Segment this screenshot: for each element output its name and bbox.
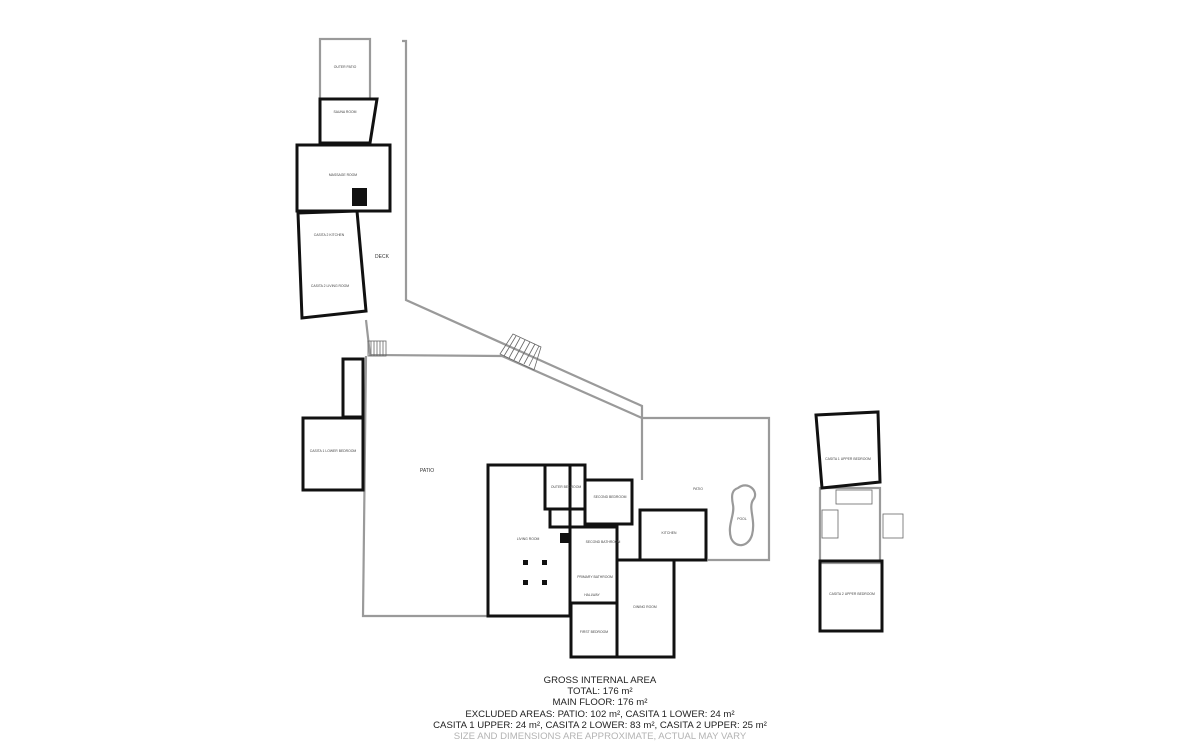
bathrooms-walls	[568, 525, 619, 605]
svg-text:SECOND BEDROOM: SECOND BEDROOM	[594, 495, 627, 499]
svg-text:PATIO: PATIO	[693, 487, 703, 491]
svg-text:SAUNA ROOM: SAUNA ROOM	[334, 110, 357, 114]
svg-text:CASITA 1 LOWER BEDROOM: CASITA 1 LOWER BEDROOM	[310, 449, 357, 453]
deck-inner-edge	[364, 319, 503, 358]
summary-main-floor: MAIN FLOOR: 176 m²	[552, 697, 648, 709]
svg-text:POOL: POOL	[737, 517, 747, 521]
casita1-lower-walls	[301, 416, 365, 492]
svg-text:CASITA 2 LIVING ROOM: CASITA 2 LIVING ROOM	[311, 284, 349, 288]
first-bedroom-walls	[569, 601, 619, 659]
svg-text:OUTER BEDROOM: OUTER BEDROOM	[551, 485, 582, 489]
casita1-upper-walls	[814, 410, 882, 490]
summary-title: GROSS INTERNAL AREA	[543, 675, 657, 686]
svg-text:LIVING ROOM: LIVING ROOM	[517, 537, 540, 541]
summary-excluded: EXCLUDED AREAS: PATIO: 102 m², CASITA 1 …	[465, 708, 735, 720]
summary-total: TOTAL: 176 m²	[567, 686, 633, 698]
room-labels: OUTER PATIO SAUNA ROOM MASSAGE ROOM CASI…	[310, 65, 875, 634]
svg-text:PATIO: PATIO	[420, 468, 434, 474]
deck-edge	[402, 39, 644, 418]
kitchen-walls	[638, 508, 708, 562]
svg-text:CASITA 2 UPPER BEDROOM: CASITA 2 UPPER BEDROOM	[829, 592, 875, 596]
casita2-upper-walls	[818, 559, 884, 633]
svg-text:DINING ROOM: DINING ROOM	[633, 605, 657, 609]
massage-walls	[295, 143, 392, 213]
svg-text:FIRST BEDROOM: FIRST BEDROOM	[580, 630, 608, 634]
main-patio-edge	[361, 355, 488, 618]
outer-bathroom-walls	[548, 507, 587, 529]
svg-text:CASITA 2 KITCHEN: CASITA 2 KITCHEN	[314, 233, 345, 237]
svg-text:CASITA 1 UPPER BEDROOM: CASITA 1 UPPER BEDROOM	[825, 457, 871, 461]
area-summary: GROSS INTERNAL AREA TOTAL: 176 m² MAIN F…	[400, 675, 800, 742]
casita1-utility-walls	[341, 357, 365, 419]
svg-text:KITCHEN: KITCHEN	[662, 531, 677, 535]
casita-stair-area	[818, 486, 882, 565]
second-bedroom-walls	[583, 478, 634, 526]
svg-text:HALLWAY: HALLWAY	[584, 593, 600, 597]
outer-patio-outline	[318, 37, 372, 101]
stairs-icon	[367, 333, 904, 539]
svg-text:MASSAGE ROOM: MASSAGE ROOM	[329, 173, 357, 177]
svg-text:DECK: DECK	[375, 254, 390, 260]
pool-patio-edge	[642, 416, 771, 562]
svg-text:OUTER PATIO: OUTER PATIO	[334, 65, 357, 69]
summary-disclaimer: SIZE AND DIMENSIONS ARE APPROXIMATE, ACT…	[453, 731, 747, 743]
svg-text:SECOND BATHROOM: SECOND BATHROOM	[586, 540, 621, 544]
svg-text:PRIMARY BATHROOM: PRIMARY BATHROOM	[577, 575, 613, 579]
pool-shape	[728, 484, 757, 547]
summary-casitas: CASITA 1 UPPER: 24 m², CASITA 2 LOWER: 8…	[433, 719, 767, 731]
sauna-walls	[318, 97, 379, 145]
casita2-lower-walls	[296, 209, 368, 320]
